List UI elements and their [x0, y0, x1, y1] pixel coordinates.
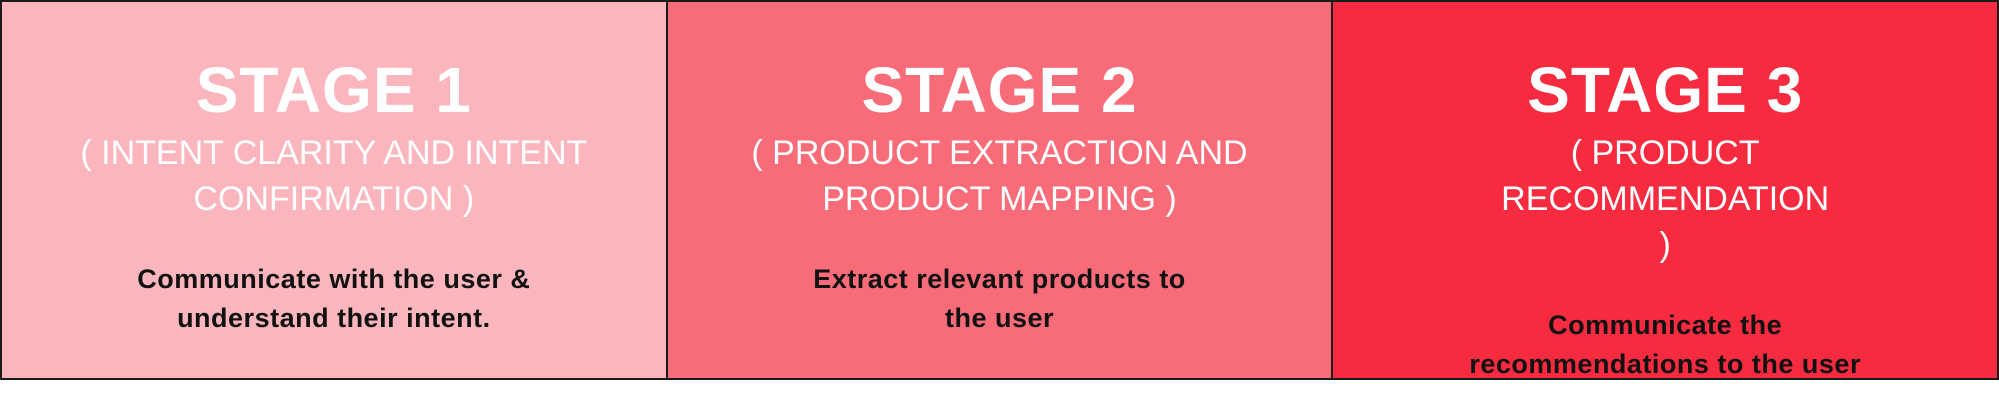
stage-2-panel: STAGE 2 ( PRODUCT EXTRACTION AND PRODUCT…	[665, 2, 1332, 378]
stage-2-subtitle: ( PRODUCT EXTRACTION AND PRODUCT MAPPING…	[751, 134, 1248, 218]
stage-1-description: Communicate with the user & understand t…	[137, 264, 531, 333]
stage-3-panel: STAGE 3 ( PRODUCT RECOMMENDATION ) Commu…	[1331, 2, 1998, 379]
stage-2-description: Extract relevant products to the user	[813, 264, 1186, 333]
stage-1-panel: STAGE 1 ( INTENT CLARITY AND INTENT CONF…	[2, 2, 666, 378]
stage-1-subtitle: ( INTENT CLARITY AND INTENT CONFIRMATION…	[80, 134, 588, 218]
stage-3-description: Communicate the recommendations to the u…	[1469, 310, 1861, 379]
stages-diagram: STAGE 1 ( INTENT CLARITY AND INTENT CONF…	[0, 0, 1999, 380]
stage-2-title: STAGE 2	[861, 54, 1138, 126]
stage-1-title: STAGE 1	[195, 54, 472, 126]
stage-3-subtitle: ( PRODUCT RECOMMENDATION )	[1501, 134, 1830, 264]
stage-3-title: STAGE 3	[1527, 54, 1804, 126]
